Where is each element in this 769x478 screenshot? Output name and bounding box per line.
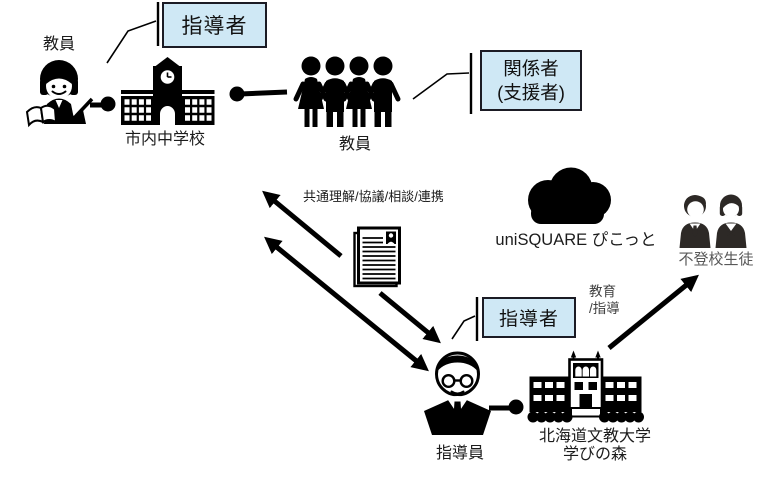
callout-leader-right — [412, 53, 473, 114]
school-building-icon — [121, 57, 215, 125]
callout-label-line1: 関係者 — [503, 58, 559, 80]
teacher-label: 教員 — [42, 36, 76, 53]
callout-box-instructor-bottom: 指導者 — [482, 297, 576, 338]
cooperation-label: 共通理解/協議/相談/連携 — [303, 189, 444, 204]
instructor-label: 指導員 — [435, 445, 485, 462]
arrow-document-to-instructor — [378, 291, 441, 344]
cloud-service-label: uniSQUARE ぴこっと — [495, 231, 657, 249]
arrow-university-to-students — [607, 274, 699, 350]
female-teacher-icon — [25, 60, 86, 128]
callout-leader-bottom — [451, 297, 479, 341]
connector-school-teachers — [229, 86, 288, 102]
callout-box-instructor-top: 指導者 — [162, 2, 267, 48]
callout-label-line2: (支援者) — [497, 81, 565, 103]
education-line: 教育 — [589, 284, 616, 299]
report-document-icon — [353, 226, 401, 288]
truant-students-label: 不登校生徒 — [678, 251, 754, 268]
university-label: 北海道文教大学 学びの森 — [539, 428, 651, 463]
city-school-label: 市内中学校 — [124, 131, 206, 148]
education-guidance-label: 教育 /指導 — [589, 283, 620, 317]
university-program-line: 学びの森 — [562, 445, 628, 463]
callout-label: 指導者 — [181, 15, 248, 38]
teachers-group-label: 教員 — [338, 136, 372, 153]
students-pair-icon — [679, 194, 747, 248]
double-arrow-diagonal — [264, 236, 429, 372]
university-building-icon — [527, 350, 644, 423]
callout-box-stakeholders: 関係者 (支援者) — [480, 50, 582, 111]
connector-instructor-university — [489, 399, 524, 415]
instructor-man-icon — [424, 351, 491, 435]
teachers-group-icon — [293, 56, 401, 127]
guidance-line: /指導 — [589, 301, 620, 316]
callout-leader-top — [106, 2, 160, 64]
callout-label: 指導者 — [498, 309, 559, 330]
cloud-icon — [528, 167, 611, 224]
university-name-line: 北海道文教大学 — [538, 428, 652, 445]
